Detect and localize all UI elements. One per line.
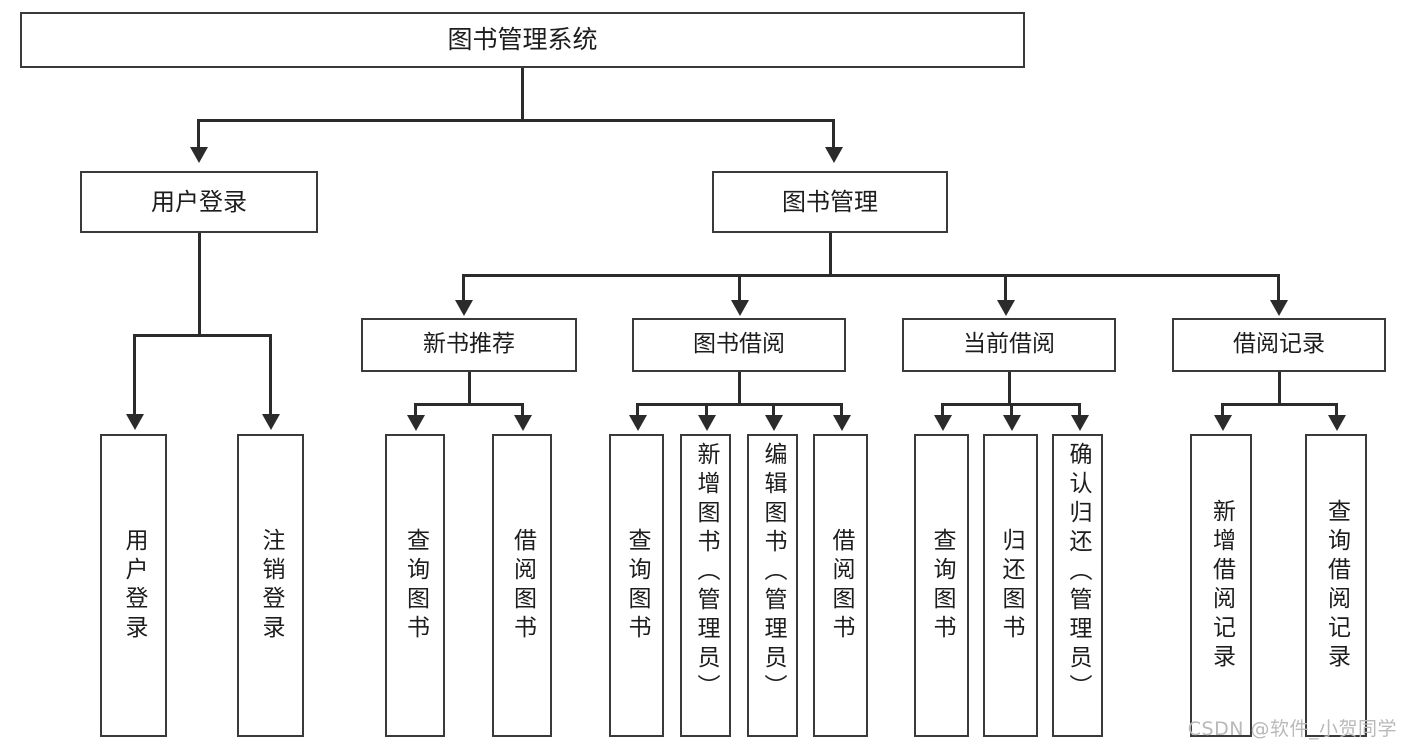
leaf-bb-borrow[interactable]: 借阅图书 — [813, 434, 868, 737]
connector-drop-cb-query — [941, 403, 944, 417]
arrowhead-new-book-recommend — [455, 300, 473, 316]
leaf-label: 用户登录 — [121, 527, 147, 644]
connector-nbr-stem — [468, 372, 471, 405]
connector-drop-leaf-user-logout — [269, 334, 272, 416]
arrowhead-nbr-borrow — [514, 415, 532, 431]
arrowhead-br-query — [1328, 415, 1346, 431]
arrowhead-cb-return — [1003, 415, 1021, 431]
connector-cb-stem — [1008, 372, 1011, 405]
leaf-label: 借阅图书 — [509, 527, 536, 644]
connector-drop-user-login — [197, 119, 200, 149]
leaf-br-add[interactable]: 新增借阅记录 — [1190, 434, 1252, 737]
connector-drop-br-query — [1335, 403, 1338, 417]
node-label: 新书推荐 — [423, 331, 515, 358]
leaf-label: 查询图书 — [624, 527, 650, 644]
leaf-cb-return[interactable]: 归还图书 — [983, 434, 1038, 737]
node-root-system[interactable]: 图书管理系统 — [20, 12, 1025, 68]
connector-drop-new-book-recommend — [462, 274, 465, 302]
connector-drop-book-borrow — [738, 274, 741, 302]
connector-drop-borrow-record — [1277, 274, 1280, 302]
connector-user-login-stem — [198, 233, 201, 336]
connector-root-stem — [521, 68, 524, 121]
arrowhead-book-manage — [825, 147, 843, 163]
arrowhead-bb-borrow — [833, 415, 851, 431]
leaf-label: 新增借阅记录 — [1208, 498, 1235, 673]
arrowhead-cb-confirm — [1071, 415, 1089, 431]
leaf-label: 查询图书 — [929, 527, 955, 644]
arrowhead-leaf-user-login — [126, 414, 144, 430]
connector-br-stem — [1278, 372, 1281, 405]
arrowhead-current-borrow — [997, 300, 1015, 316]
leaf-label: 注销登录 — [258, 527, 284, 644]
arrowhead-bb-add — [698, 415, 716, 431]
node-label: 用户登录 — [151, 187, 247, 216]
arrowhead-bb-query — [629, 415, 647, 431]
leaf-user-login[interactable]: 用户登录 — [100, 434, 167, 737]
connector-bb-bus — [636, 403, 843, 406]
arrowhead-br-add — [1214, 415, 1232, 431]
leaf-label: 查询借阅记录 — [1323, 498, 1350, 673]
arrowhead-bb-edit — [765, 415, 783, 431]
leaf-label: 编辑图书（管理员） — [760, 442, 786, 703]
node-user-login[interactable]: 用户登录 — [80, 171, 318, 233]
connector-book-manage-bus — [462, 274, 1280, 277]
arrowhead-nbr-query — [407, 415, 425, 431]
connector-drop-nbr-query — [414, 403, 417, 417]
leaf-bb-add[interactable]: 新增图书（管理员） — [680, 434, 731, 737]
connector-drop-bb-query — [636, 403, 639, 417]
leaf-label: 查询图书 — [402, 527, 429, 644]
node-borrow-record[interactable]: 借阅记录 — [1172, 318, 1386, 372]
connector-drop-cb-confirm — [1078, 403, 1081, 417]
leaf-br-query[interactable]: 查询借阅记录 — [1305, 434, 1367, 737]
arrowhead-cb-query — [934, 415, 952, 431]
connector-nbr-bus — [414, 403, 524, 406]
connector-drop-bb-add — [705, 403, 708, 417]
connector-user-login-bus — [133, 334, 272, 337]
leaf-label: 归还图书 — [998, 527, 1024, 644]
leaf-label: 新增图书（管理员） — [693, 442, 719, 703]
connector-drop-bb-borrow — [840, 403, 843, 417]
node-label: 图书管理系统 — [447, 25, 598, 55]
leaf-cb-query[interactable]: 查询图书 — [914, 434, 969, 737]
connector-drop-br-add — [1221, 403, 1224, 417]
leaf-label: 借阅图书 — [828, 527, 854, 644]
node-book-borrow[interactable]: 图书借阅 — [632, 318, 846, 372]
connector-drop-leaf-user-login — [133, 334, 136, 416]
leaf-nbr-query[interactable]: 查询图书 — [385, 434, 445, 737]
arrowhead-book-borrow — [731, 300, 749, 316]
leaf-label: 确认归还（管理员） — [1065, 442, 1091, 703]
node-label: 图书借阅 — [693, 331, 785, 358]
connector-drop-current-borrow — [1004, 274, 1007, 302]
connector-book-manage-stem — [829, 233, 832, 276]
leaf-user-logout[interactable]: 注销登录 — [237, 434, 304, 737]
arrowhead-user-login — [190, 147, 208, 163]
connector-drop-bb-edit — [772, 403, 775, 417]
csdn-watermark: CSDN @软件_小贺同学 — [1187, 718, 1397, 740]
connector-br-bus — [1221, 403, 1338, 406]
leaf-cb-confirm[interactable]: 确认归还（管理员） — [1052, 434, 1103, 737]
arrowhead-borrow-record — [1270, 300, 1288, 316]
leaf-nbr-borrow[interactable]: 借阅图书 — [492, 434, 552, 737]
connector-drop-cb-return — [1010, 403, 1013, 417]
node-label: 借阅记录 — [1233, 331, 1325, 358]
node-current-borrow[interactable]: 当前借阅 — [902, 318, 1116, 372]
connector-root-bus — [197, 119, 835, 122]
connector-bb-stem — [738, 372, 741, 405]
connector-drop-nbr-borrow — [521, 403, 524, 417]
node-label: 当前借阅 — [963, 331, 1055, 358]
leaf-bb-edit[interactable]: 编辑图书（管理员） — [747, 434, 798, 737]
leaf-bb-query[interactable]: 查询图书 — [609, 434, 664, 737]
node-label: 图书管理 — [782, 187, 878, 216]
arrowhead-leaf-user-logout — [262, 414, 280, 430]
node-book-manage[interactable]: 图书管理 — [712, 171, 948, 233]
node-new-book-recommend[interactable]: 新书推荐 — [361, 318, 577, 372]
connector-drop-book-manage — [832, 119, 835, 149]
